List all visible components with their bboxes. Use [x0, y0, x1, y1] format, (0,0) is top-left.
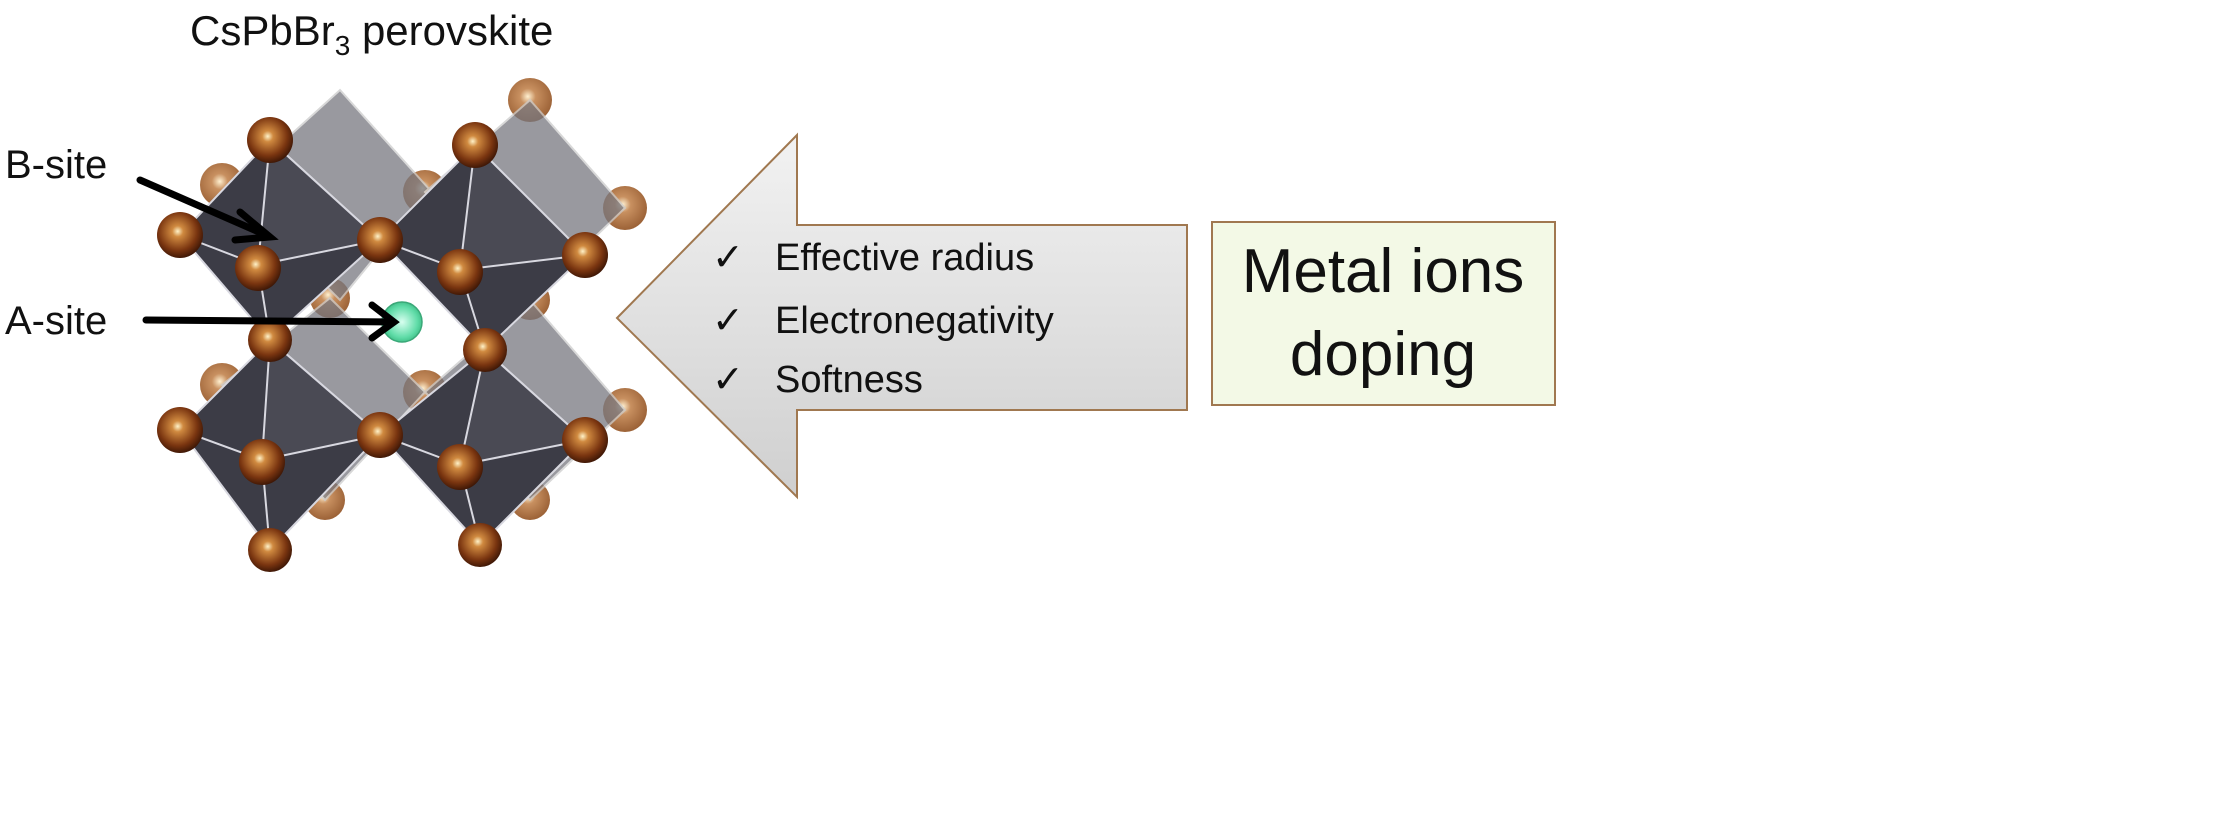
- property-item: Electronegativity: [775, 300, 1054, 342]
- a-site-label: A-site: [5, 299, 107, 343]
- a-site-arrow: [142, 316, 396, 326]
- check-icon: ✓: [712, 300, 744, 342]
- doping-box-line1: Metal ions: [1242, 237, 1525, 306]
- a-site-arrowhead: [368, 301, 400, 342]
- structure-title: CsPbBr3 perovskite: [190, 7, 553, 61]
- property-item: Effective radius: [775, 237, 1034, 279]
- front-octahedra: [178, 137, 588, 552]
- b-site-arrow: [136, 176, 272, 240]
- doping-box-line2: doping: [1290, 320, 1476, 389]
- doping-box: [1211, 221, 1556, 406]
- property-item: Softness: [775, 359, 923, 401]
- check-icon: ✓: [712, 359, 744, 401]
- bromine-atoms: [157, 117, 608, 572]
- property-arrow: [615, 132, 1188, 500]
- pointer-arrows: [136, 176, 400, 342]
- crystal-structure: [157, 78, 647, 572]
- property-list: ✓ Effective radius ✓ Electronegativity ✓…: [712, 237, 1054, 401]
- b-site-label: B-site: [5, 143, 107, 187]
- b-site-arrowhead: [231, 208, 279, 244]
- check-icon: ✓: [712, 237, 744, 279]
